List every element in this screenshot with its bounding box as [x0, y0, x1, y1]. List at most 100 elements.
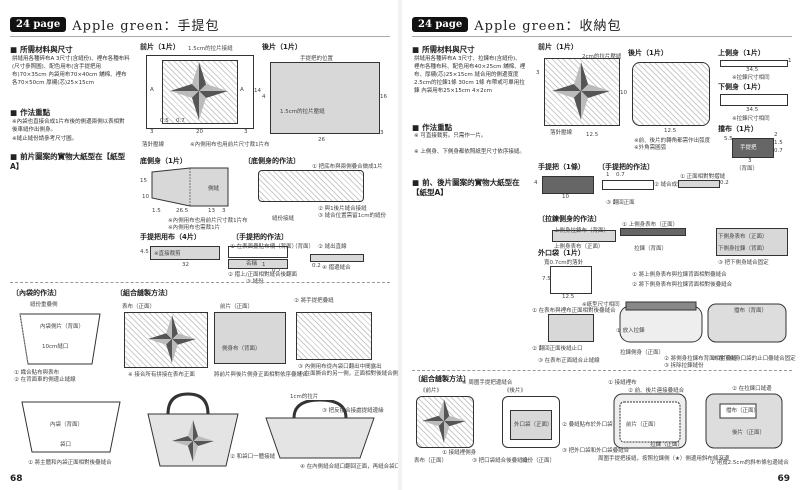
assembly-note-3: ③ 內側用布從內袋口翻出中間露出	[298, 364, 382, 370]
assembly-label-1: 表布（正面）	[122, 304, 156, 310]
assembly-note-1: ※ 周圍手提把邊縫合	[462, 380, 513, 386]
front-note: 落針壓線	[550, 130, 573, 136]
upper-gusset-label: 上側身（1片）	[718, 49, 765, 57]
assembly-back: 《後片》	[504, 388, 527, 394]
handle-step-2: ② 縫出直線	[318, 244, 347, 250]
zip-step-5: ⑤ 在下側身口袋的止口疊縫合固定	[712, 356, 796, 362]
assembly-label-6: ② 疊縫貼布於外口袋	[562, 422, 613, 428]
assembly-note-3: ① 用寬2.5cm的斜布條包邊縫合	[710, 460, 789, 466]
handle-step-diagram-1	[602, 180, 654, 190]
inner-label-1: 縫份重疊側	[30, 302, 58, 308]
zip-step-2: ② 將下側身表布與拉鍊背面相對後疊縫合	[632, 282, 733, 288]
back-cap-1: ※前、後片的轉角都需作出弧度	[634, 138, 711, 144]
bottom-cap1: ※內側用布也用前片尺寸裁1片布	[168, 218, 248, 224]
bottom-h1: 15	[140, 178, 147, 184]
assembly-note-4: 前片（正面）	[626, 422, 660, 428]
inner-label-2: 內袋側片（背面）	[40, 324, 85, 330]
bag-label-2: 袋口	[60, 442, 72, 448]
front-a-dim: 3	[150, 129, 154, 135]
zip-label-6: 下側身拉鍊（背面）	[718, 246, 768, 252]
bag-label-4: 1cm的拉片	[290, 394, 319, 400]
back-r: 3	[380, 130, 384, 136]
materials-heading: 所需材料與尺寸	[412, 44, 475, 55]
assembly-label-7: ③ 把口袋縫合後疊縫合	[472, 458, 529, 464]
outer-pocket-label: 外口袋（1片）	[538, 249, 585, 257]
assembly-title: 〔組合縫製方法〕	[116, 289, 172, 297]
assembly-label-8: 縫份（正面）	[522, 458, 556, 464]
handle-b: 0.7	[616, 172, 625, 178]
handle-step-diagram-1	[228, 246, 288, 258]
handle-strip	[542, 176, 594, 194]
assembly-title: 〔組合縫製方法〕	[414, 375, 470, 383]
back-height: 16	[380, 94, 387, 100]
assembly-label-4: 側身布（背面）	[222, 346, 261, 352]
materials-text: 拼縫用各種碎布A 3尺寸(含縫份)、裡布各種布料(尺寸參照圖)、配色用布(含手提…	[12, 56, 130, 86]
gusset-misc: 縫份接縫	[272, 216, 295, 222]
tab-cap: （背面）	[736, 166, 759, 172]
handle-step-diagram-2	[678, 180, 720, 188]
back-cap-2: ※外角需圓弧	[634, 145, 667, 151]
zip-label-2: 上側身表布（正面）	[554, 244, 604, 250]
outer-step-1: ① 在表布與裡布正面相對後疊縫合	[532, 308, 616, 314]
back-top-note: 手提把的位置	[300, 56, 334, 62]
assembly-label-4: 表布（正面）	[414, 458, 448, 464]
bottom-cap2: ※內側用布也需裁1片	[168, 225, 221, 231]
page-header: 24 page Apple green：手提包	[10, 14, 220, 34]
header-rule	[412, 36, 792, 37]
assembly-label-3: ① 接縫裡側身	[442, 450, 477, 456]
handle-fabric-label: 手提把用布（4片）	[140, 233, 201, 241]
assembly-note-4: ④ 在面撕合的另一側，正面相對後縫合側身	[298, 371, 398, 377]
back-panel-diagram	[270, 62, 380, 134]
handle-step-1: ① 正面相對對摺縫	[680, 174, 726, 180]
tab-c: 1.5	[774, 140, 783, 146]
handle-c: 0.2	[720, 180, 729, 186]
tab-a: 5.5	[724, 136, 733, 142]
handle-step-3: ③ 翻回正面	[606, 200, 635, 206]
page-title: Apple green：手提包	[72, 18, 220, 34]
assembly-label-2: 前片（正面）	[220, 304, 254, 310]
assembly-front: 《前片》	[420, 388, 443, 394]
bag-step-4: ④ 在內側縫合縫口翻回正面，再縫合袋口	[300, 464, 398, 470]
bottom-h2: 10	[142, 194, 149, 200]
gusset-note-2: ② 與1後片縫合接縫	[318, 206, 367, 212]
back-panel-label: 後片（1片）	[262, 43, 302, 51]
zip-misc-4: ② 將側身拉鍊布背面相對疊縫	[664, 356, 737, 362]
front-top-note: 1.5cm的拉片接縫	[188, 46, 233, 52]
zip-misc-5: ③ 拆除拉鍊縫份	[664, 363, 704, 369]
bottom-gusset-shape	[151, 167, 229, 207]
gusset-note-3: ③ 縫合位置需留1cm的縫份	[318, 213, 387, 219]
page-number: 68	[10, 474, 23, 484]
book-spine	[398, 0, 402, 490]
lower-cap: ※拉鍊尺寸相同	[732, 116, 770, 122]
inner-bag-title: 〔內袋的作法〕	[12, 289, 61, 297]
handle-step-diagram-3	[310, 254, 364, 262]
zip-label-7: ③ 把下側身縫合固定	[718, 260, 769, 266]
page-number: 69	[777, 474, 790, 484]
zip-misc-3: ① 放入拉鍊	[616, 328, 645, 334]
header-rule	[10, 36, 390, 37]
bag-step-2: ② 和袋口一體接縫	[230, 454, 276, 460]
assembly-label-5: 外口袋（正面）	[514, 422, 553, 428]
front-width: 12.5	[586, 132, 599, 138]
front-panel-label: 前片（1片）	[140, 43, 180, 51]
front-b-dim: 3	[244, 129, 248, 135]
assembly-note-2: 將前片與後片側身正面相對依序疊縫合	[214, 372, 308, 378]
zip-step-1: ① 將上側身表布與拉鍊背面相對疊縫合	[632, 272, 727, 278]
zip-diagram-1	[552, 230, 616, 242]
front-panel-label: 前片（1片）	[538, 43, 578, 51]
note-2: ※ 上側身、下側身都依照紙型尺寸依序接縫。	[414, 149, 525, 155]
front-height: 10	[620, 90, 627, 96]
assembly-note-6: 擋布（正面）	[726, 408, 760, 414]
front-caption: ※內側用布也用前片尺寸裁1片布	[190, 142, 270, 148]
front-a: A	[150, 87, 154, 93]
handle-label: 手提把（1條）	[538, 163, 585, 171]
tab-b: 2	[774, 132, 778, 138]
tab-e: 3	[748, 158, 752, 164]
pattern-heading: 前片圖案的實物大紙型在【紙型A】	[10, 152, 128, 172]
note-2: ※縫止縫份請參考尺寸圖。	[12, 136, 78, 142]
assembly-label-9: ① 接縫裡布	[608, 380, 637, 386]
outer-pocket-in-assembly	[510, 410, 552, 440]
handle-w: 32	[182, 262, 189, 268]
lower-w: 34.5	[746, 107, 759, 113]
note-1: ※ 可直接裁剪。只需作一片。	[414, 133, 487, 139]
